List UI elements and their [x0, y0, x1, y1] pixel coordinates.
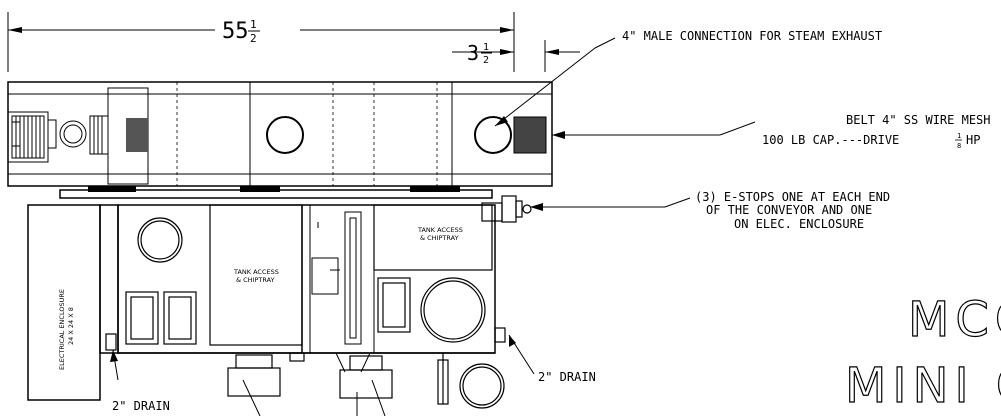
overall-dimension-frac-num: 1: [250, 18, 257, 31]
drain-right-callout: 2" DRAIN: [538, 370, 596, 384]
overall-dimension-frac-den: 2: [250, 32, 257, 45]
center-exhaust-port: [266, 116, 304, 154]
steam-exhaust-port: [474, 116, 512, 154]
tank-access-label-2a: TANK ACCESS: [417, 226, 463, 234]
belt-drive-frac-num: 1: [957, 132, 961, 140]
estops-callout-line2: OF THE CONVEYOR AND ONE: [706, 203, 872, 217]
leader-lines: [112, 37, 756, 416]
offset-dimension-frac-den: 2: [483, 55, 489, 66]
belt-drive-frac-den: 8: [957, 142, 961, 150]
right-chamber: [373, 202, 503, 343]
offset-dimension-frac-num: 1: [483, 42, 489, 53]
dimension-lines: [7, 12, 580, 72]
electrical-enclosure-label: ELECTRICAL ENCLOSURE: [58, 289, 66, 370]
overall-dimension-whole: 55: [222, 19, 249, 44]
belt-callout-line2: 100 LB CAP.---DRIVE: [762, 133, 899, 147]
filter-section: [309, 204, 375, 373]
steam-exhaust-callout: 4" MALE CONNECTION FOR STEAM EXHAUST: [622, 29, 882, 43]
arrowheads: [8, 27, 559, 55]
pumps: [105, 327, 506, 409]
title-line1: MCC: [908, 292, 1001, 348]
right-belt-mesh: [513, 116, 547, 154]
tank-access-label-1a: TANK ACCESS: [233, 268, 279, 276]
left-chamber: [125, 204, 303, 346]
tank-access-label-2b: & CHIPTRAY: [420, 234, 459, 242]
left-belt-mesh: [126, 118, 148, 152]
offset-dimension-whole: 3: [467, 41, 479, 65]
electrical-enclosure-size: 24 X 24 X 8: [67, 307, 75, 345]
estops-callout-line3: ON ELEC. ENCLOSURE: [734, 217, 864, 231]
tank-access-label-1b: & CHIPTRAY: [236, 276, 275, 284]
belt-drive-unit: HP: [966, 133, 980, 147]
leader-arrowheads: [110, 116, 565, 362]
e-stop-button: [501, 195, 532, 223]
drain-bottom-callout: 2" DRAIN: [112, 399, 170, 413]
belt-callout-line1: BELT 4" SS WIRE MESH: [846, 113, 991, 127]
electrical-enclosure: [27, 204, 101, 401]
title-line2: MINI C: [845, 358, 1001, 414]
conveyor-feet: [88, 186, 460, 192]
estops-callout-line1: (3) E-STOPS ONE AT EACH END: [695, 190, 890, 204]
